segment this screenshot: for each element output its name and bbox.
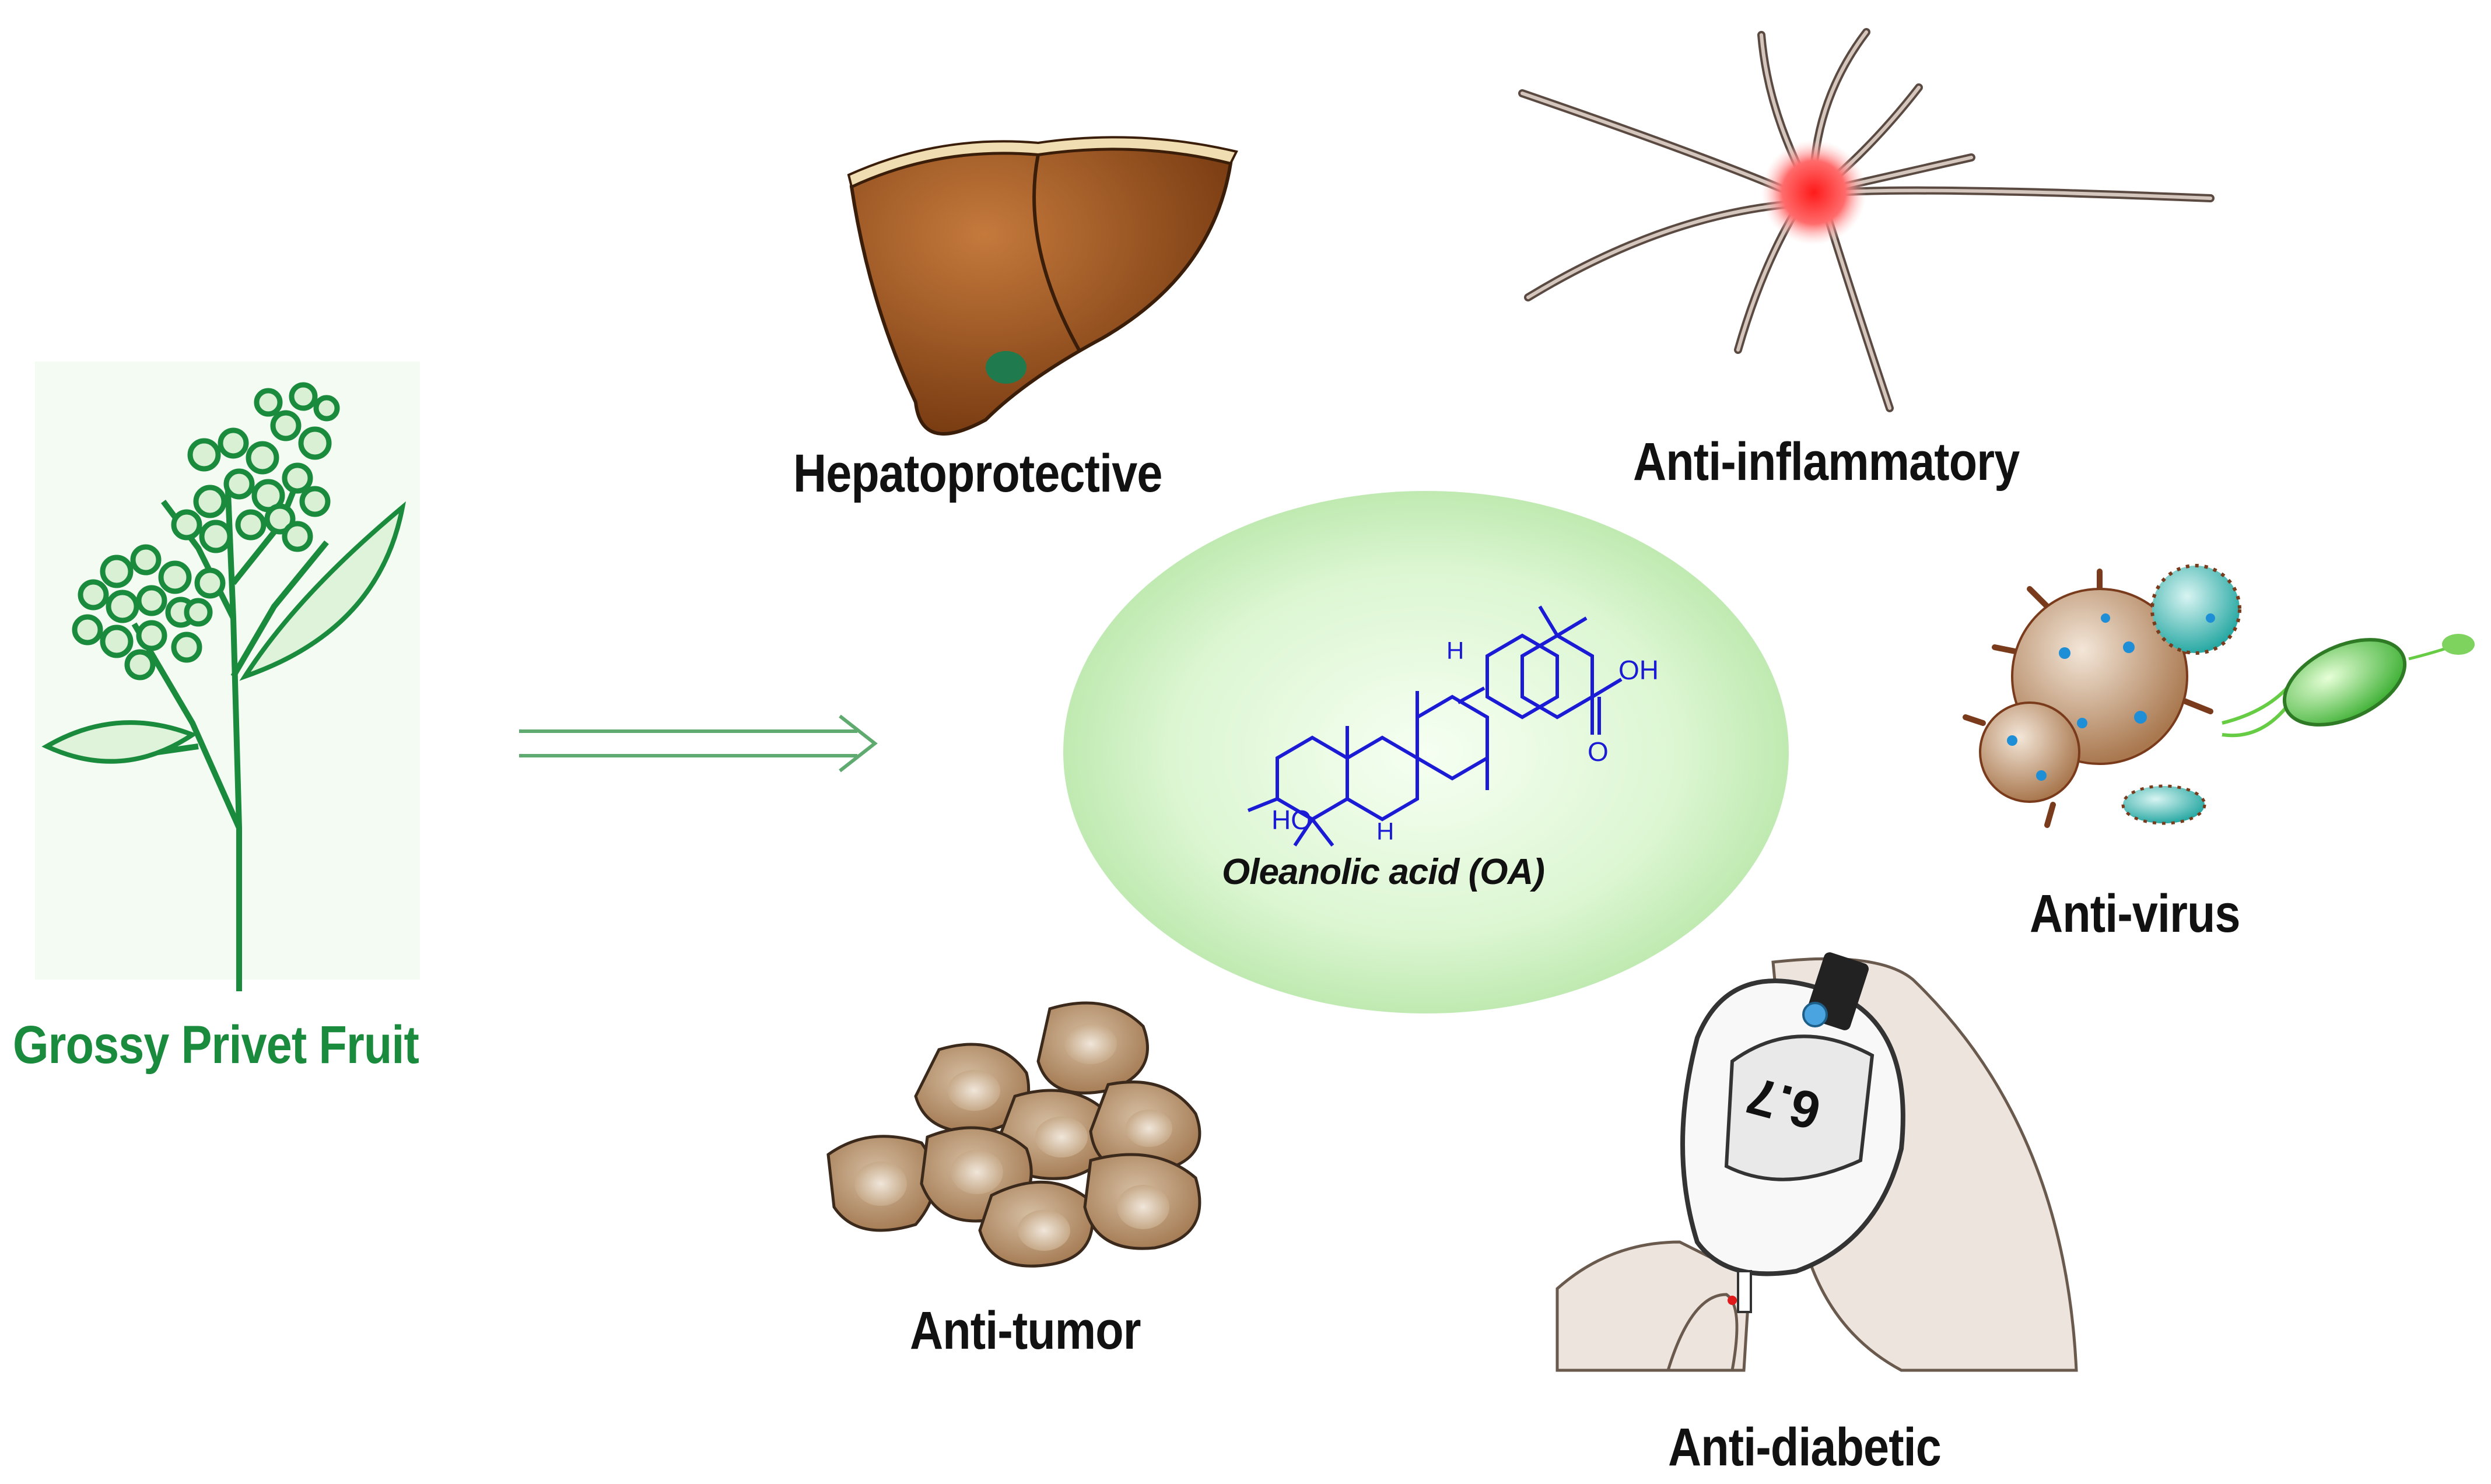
carbonyl-o-label: O (1588, 736, 1609, 767)
label-anti-tumor: Anti-tumor (910, 1301, 1141, 1360)
label-anti-diabetic: Anti-diabetic (1668, 1418, 1942, 1477)
glucometer-icon: 6.7 (1555, 952, 2078, 1372)
label-hepatoprotective: Hepatoprotective (793, 444, 1162, 503)
leaf-left (41, 720, 198, 764)
hydrogen-label: H (1446, 637, 1464, 664)
virus-icon (1963, 564, 2475, 828)
center-ellipse (1063, 491, 1789, 1013)
leaf-right (239, 501, 407, 681)
compound-name: Oleanolic acid (OA) (1222, 852, 1545, 892)
hydrogen-label: H (1376, 818, 1394, 845)
plant-caption: Grossy Privet Fruit (13, 1015, 419, 1075)
label-anti-inflammatory: Anti-inflammatory (1633, 432, 2020, 492)
inflamed-cell-icon (1518, 28, 2215, 412)
tumor-cells-icon (826, 1001, 1201, 1268)
plant-illustration (35, 362, 420, 991)
carboxyl-oh-label: OH (1618, 655, 1659, 685)
hydroxyl-label: HO (1271, 805, 1312, 835)
liver-icon (847, 136, 1238, 436)
arrow-icon (519, 714, 878, 773)
oleanolic-acid-structure: HO OH O H H H (1247, 605, 1659, 847)
label-anti-virus: Anti-virus (2030, 884, 2241, 943)
